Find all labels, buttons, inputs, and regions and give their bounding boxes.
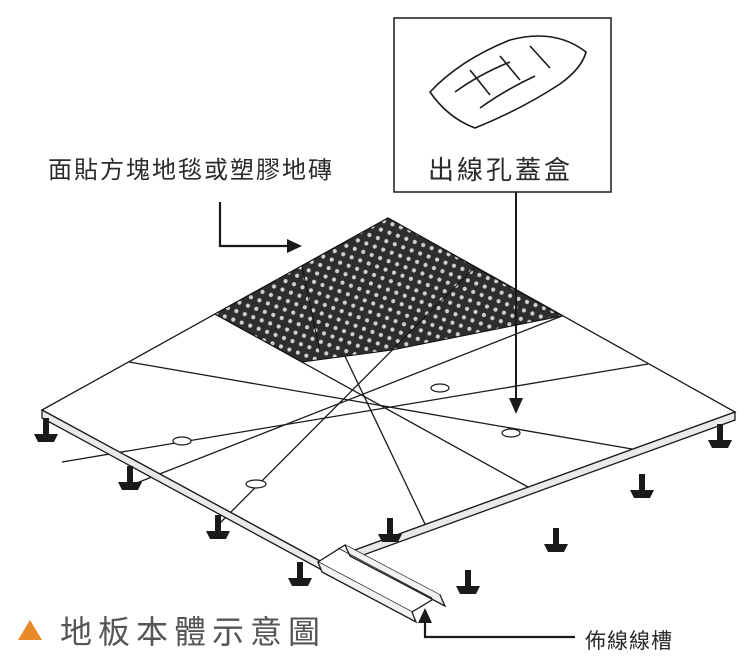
carpet-tiles (213, 217, 564, 363)
outlet-covers (172, 383, 521, 489)
floor-edge (41, 408, 736, 572)
cover-pointer (509, 192, 523, 414)
trough-arrow (418, 608, 575, 639)
title-text: 地板本體示意圖 (60, 613, 327, 651)
cover-box-label: 出線孔蓋盒 (428, 156, 574, 186)
triangle-icon (18, 620, 42, 640)
pedestals (34, 418, 732, 594)
wiring-trough (316, 544, 447, 624)
cover-detail-inset (393, 17, 612, 193)
title: 地板本體示意圖 (18, 610, 327, 651)
carpet-label: 面貼方塊地毯或塑膠地磚 (48, 156, 334, 184)
carpet-arrow (218, 202, 302, 253)
trough-label: 佈線線槽 (585, 629, 673, 653)
